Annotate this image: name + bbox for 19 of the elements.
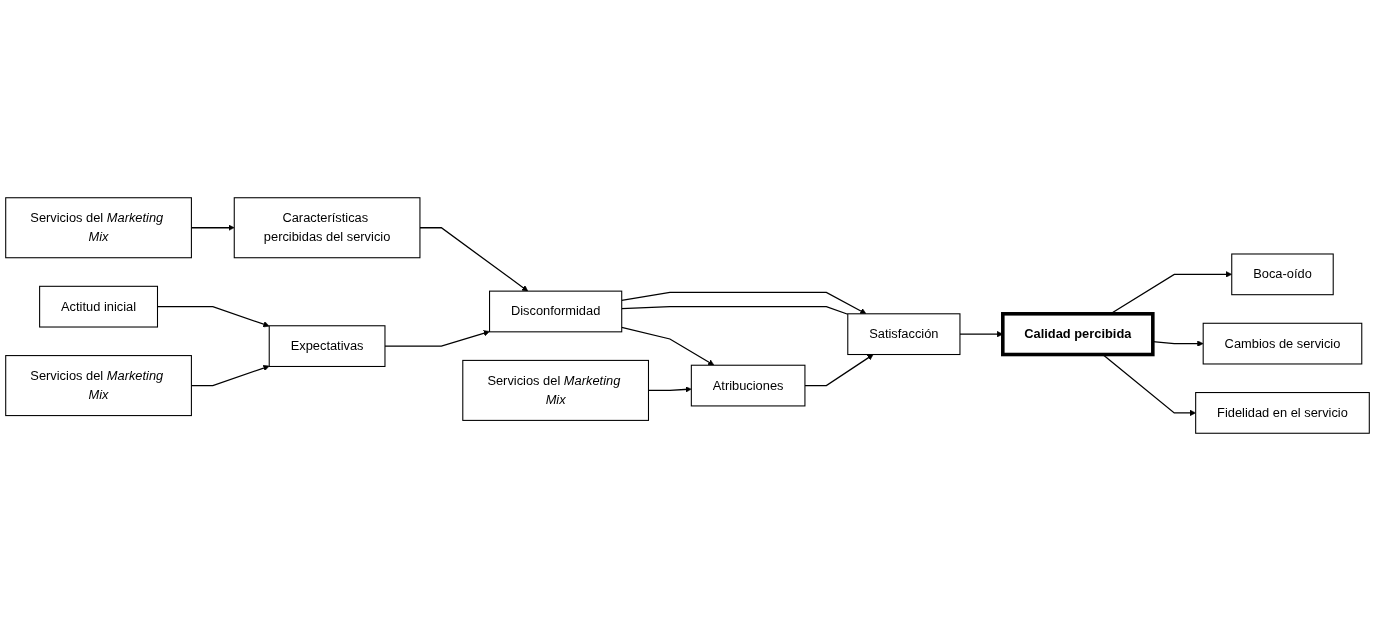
node-box: Satisfacción: [847, 313, 961, 356]
node-box: Expectativas: [268, 325, 386, 367]
node-box: Servicios del Marketing Mix: [5, 355, 192, 417]
node-box: Servicios del Marketing Mix: [462, 359, 649, 421]
node-box: Fidelidad en el servicio: [1195, 392, 1370, 434]
node-box: Calidad percibida: [1001, 312, 1155, 357]
node-box: Atribuciones: [690, 364, 806, 407]
node-box: Actitud inicial: [39, 285, 159, 328]
node-box: Disconformidad: [489, 290, 623, 333]
arrow: [804, 354, 874, 387]
node-box: Cambios de servicio: [1202, 322, 1363, 365]
connector: [621, 306, 849, 315]
arrow: [419, 227, 529, 292]
arrow: [621, 291, 867, 315]
node-box: Servicios del Marketing Mix: [5, 197, 192, 259]
node-box: Boca-oído: [1231, 253, 1334, 296]
arrow: [384, 330, 490, 347]
node-box: Características percibidas del servicio: [233, 197, 421, 259]
arrow: [621, 326, 715, 366]
